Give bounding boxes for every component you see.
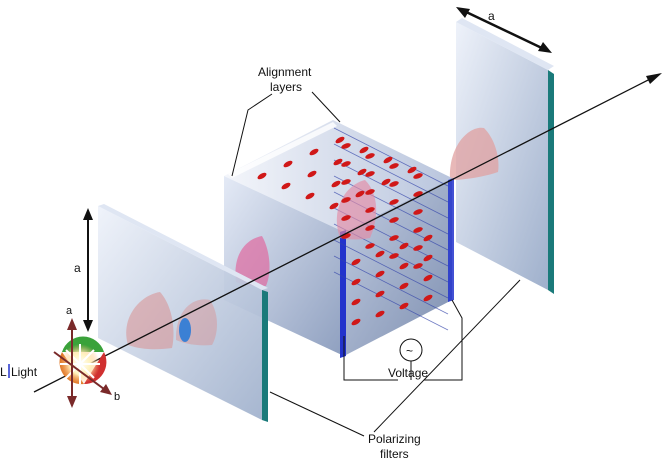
molecule bbox=[423, 274, 433, 282]
molecule bbox=[351, 278, 361, 286]
molecule bbox=[413, 263, 423, 269]
molecule bbox=[381, 178, 391, 186]
wave-lobe-front-1 bbox=[126, 292, 174, 350]
molecule bbox=[355, 190, 365, 198]
molecule bbox=[413, 227, 423, 233]
molecule bbox=[389, 235, 399, 241]
molecule bbox=[365, 171, 375, 177]
liquid-crystal-molecules bbox=[257, 136, 433, 326]
label-light-prefix: L bbox=[0, 365, 7, 379]
light-beam bbox=[33, 73, 661, 393]
light-beam-arrowhead bbox=[646, 73, 662, 84]
molecule bbox=[283, 160, 293, 168]
axis-top-a-arrow-left bbox=[456, 7, 470, 18]
wave-blue-spot bbox=[179, 318, 191, 342]
wave-lobe-back bbox=[449, 127, 499, 180]
label-axis-a-left: a bbox=[74, 261, 81, 275]
wave-lobe-cube bbox=[336, 180, 377, 240]
label-alignment-line1: Alignment bbox=[258, 65, 312, 79]
molecule bbox=[399, 302, 409, 310]
voltage-circuit bbox=[343, 299, 463, 381]
molecule bbox=[413, 209, 423, 215]
axis-b-arrow bbox=[100, 384, 112, 395]
axis-left-a-arrow-down bbox=[83, 320, 93, 332]
molecule bbox=[383, 156, 393, 164]
polarizing-filter-front bbox=[98, 204, 268, 422]
molecule bbox=[423, 254, 433, 262]
molecule bbox=[389, 181, 399, 187]
molecule bbox=[341, 197, 351, 203]
molecule bbox=[389, 163, 399, 169]
crystal-layer-line bbox=[333, 239, 449, 299]
molecule bbox=[413, 245, 423, 251]
molecule bbox=[423, 294, 433, 302]
label-alignment-line2: layers bbox=[270, 80, 302, 94]
molecule bbox=[307, 170, 317, 178]
polarizing-filter-back bbox=[456, 18, 554, 294]
axis-left-a-arrow-up bbox=[83, 208, 93, 220]
molecule bbox=[365, 243, 375, 249]
molecule bbox=[335, 136, 345, 144]
molecule bbox=[389, 253, 399, 259]
molecule bbox=[399, 262, 409, 270]
label-voltage-symbol: ~ bbox=[406, 344, 413, 358]
crystal-layer-line bbox=[333, 255, 449, 315]
label-light: Light bbox=[11, 365, 38, 379]
molecule bbox=[359, 146, 369, 154]
molecule bbox=[351, 318, 361, 326]
molecule bbox=[331, 180, 341, 188]
leader-lines bbox=[231, 91, 521, 437]
molecule bbox=[375, 290, 385, 298]
label-axis-a-small: a bbox=[66, 305, 73, 317]
molecule bbox=[365, 153, 375, 159]
axis-top-a-arrow-right bbox=[538, 42, 552, 53]
crystal-layer-line bbox=[333, 143, 449, 203]
molecule bbox=[329, 202, 339, 210]
molecule bbox=[399, 282, 409, 290]
molecule bbox=[351, 258, 361, 266]
axis-b-line bbox=[53, 351, 109, 393]
molecule bbox=[365, 189, 375, 195]
molecule bbox=[341, 215, 351, 221]
molecule bbox=[375, 270, 385, 278]
molecule bbox=[389, 217, 399, 223]
molecule bbox=[341, 179, 351, 185]
label-axis-b: b bbox=[114, 391, 120, 403]
axis-small-a-arrow-up bbox=[67, 318, 77, 330]
crystal-layer-line bbox=[333, 159, 449, 219]
molecule bbox=[281, 182, 291, 190]
axis-small-a-arrow-down bbox=[67, 396, 77, 408]
molecule bbox=[305, 192, 315, 200]
molecule bbox=[413, 173, 423, 179]
molecule bbox=[357, 168, 367, 176]
molecule bbox=[341, 143, 351, 149]
molecule bbox=[407, 166, 417, 174]
molecule bbox=[375, 310, 385, 318]
molecule bbox=[389, 199, 399, 205]
molecule bbox=[257, 172, 267, 180]
molecule bbox=[375, 250, 385, 258]
molecule bbox=[423, 234, 433, 242]
molecule bbox=[309, 148, 319, 156]
axis-top-a bbox=[461, 8, 547, 52]
molecule bbox=[341, 161, 351, 167]
molecule bbox=[333, 158, 343, 166]
liquid-crystal-cell bbox=[224, 120, 454, 358]
molecule bbox=[399, 242, 409, 250]
molecule bbox=[365, 225, 375, 231]
wave-lobe-cube-front bbox=[235, 236, 270, 286]
label-polarizing-line2: filters bbox=[380, 447, 409, 461]
label-voltage: Voltage bbox=[388, 366, 428, 380]
crystal-layer-line bbox=[333, 175, 449, 235]
molecule bbox=[365, 207, 375, 213]
label-axis-a-top: a bbox=[488, 9, 495, 23]
label-polarizing-line1: Polarizing bbox=[368, 432, 421, 446]
molecule bbox=[351, 298, 361, 306]
